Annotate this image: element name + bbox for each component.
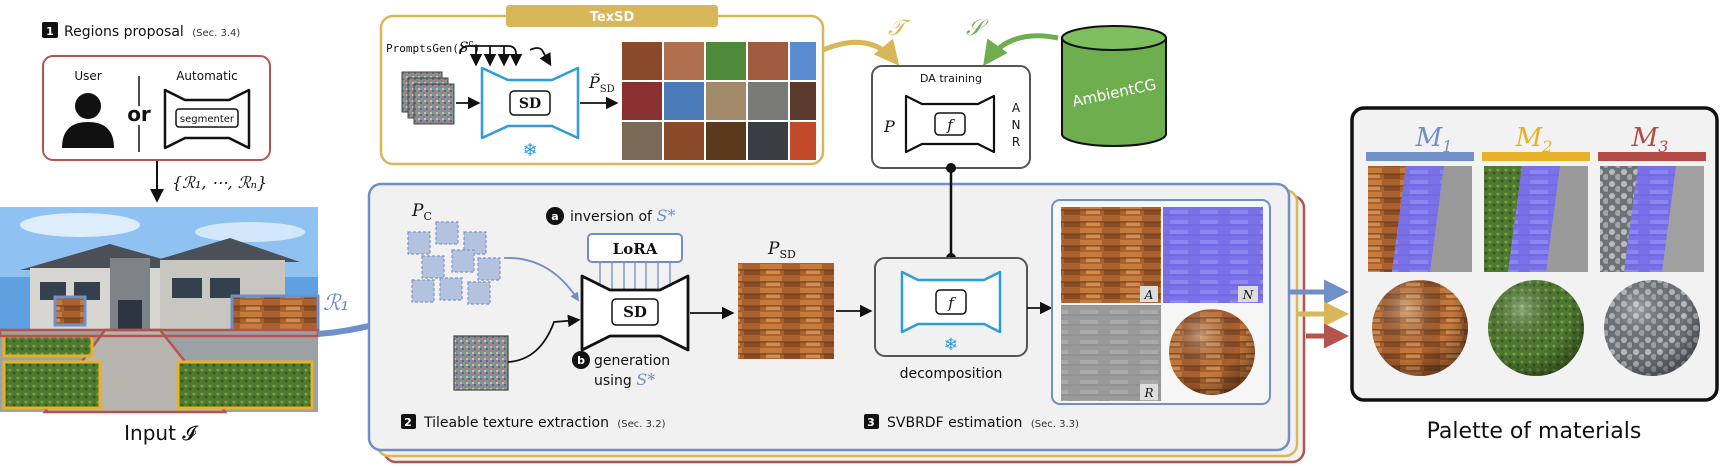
svbrdf-section: f ❄ decomposition A N R 3 SVBRDF estimat… xyxy=(864,199,1271,431)
p-sd-label: PSD xyxy=(767,239,796,261)
step-letter-a: a xyxy=(551,210,558,223)
material-3-sphere xyxy=(1604,280,1700,376)
user-icon xyxy=(62,93,114,148)
texture-extraction-section: PC a inversion of S* LoRA xyxy=(401,201,873,431)
generated-textures-grid xyxy=(622,42,816,160)
frozen-icon-main: ❄ xyxy=(944,335,958,355)
prompt-arrows xyxy=(459,45,552,67)
texture-extraction-title: Tileable texture extraction (Sec. 3.2) xyxy=(423,415,666,431)
lora-label: LoRA xyxy=(613,240,658,258)
texsd-banner xyxy=(506,5,718,27)
inversion-label: inversion of S* xyxy=(570,206,675,225)
automatic-label: Automatic xyxy=(176,69,238,83)
step-letter-b: b xyxy=(577,354,585,367)
f-network-da: f xyxy=(904,94,996,154)
regions-set-label: {ℛ₁, ⋯, ℛₙ} xyxy=(172,173,267,192)
material-1-maps xyxy=(1368,166,1472,272)
material-3-maps xyxy=(1600,166,1704,272)
material-1-label: M1 xyxy=(1415,123,1453,156)
material-2-sphere xyxy=(1488,280,1584,376)
ambientcg-dataset: AmbientCG xyxy=(1061,25,1167,147)
crop-patches xyxy=(407,221,501,305)
generation-label: generation xyxy=(594,353,670,369)
material-2-bar xyxy=(1482,152,1590,161)
regions-proposal-section: 1 Regions proposal (Sec. 3.4) User or Au… xyxy=(42,22,271,203)
f-network-main: f xyxy=(900,270,1002,334)
texsd-section: TexSD PromptsGen(Sc) SD ❄ P̃SD xyxy=(379,5,825,166)
material-1-sphere xyxy=(1372,280,1468,376)
frozen-icon-texsd: ❄ xyxy=(522,140,537,161)
t-symbol: 𝒯 xyxy=(888,16,912,41)
step-badge-3 xyxy=(864,414,879,429)
noise-input xyxy=(453,335,509,391)
da-training-title: DA training xyxy=(920,72,982,85)
or-label: or xyxy=(127,102,151,126)
step-number-1: 1 xyxy=(46,25,54,38)
regions-proposal-title: Regions proposal (Sec. 3.4) xyxy=(64,24,240,40)
sd-label-texsd: SD xyxy=(519,96,541,112)
normal-map-label: N xyxy=(1242,288,1254,302)
prompts-gen-label: PromptsGen(Sc) xyxy=(386,39,480,56)
region-symbol: ℛ₁ xyxy=(323,291,349,316)
step-number-2: 2 xyxy=(404,416,412,429)
material-2-maps xyxy=(1484,166,1588,272)
texsd-title: TexSD xyxy=(590,10,635,25)
material-3-label: M3 xyxy=(1631,123,1669,156)
step-badge-1 xyxy=(42,22,58,38)
decomposition-label: decomposition xyxy=(900,366,1003,382)
albedo-map-label: A xyxy=(1144,288,1154,302)
roughness-map-label: R xyxy=(1143,386,1153,400)
material-2-label: M2 xyxy=(1515,123,1553,156)
da-p-label: P xyxy=(883,117,895,136)
da-output-n: N xyxy=(1012,118,1021,132)
palette-caption: Palette of materials xyxy=(1427,419,1642,444)
using-label: using S* xyxy=(594,370,655,389)
input-caption: Input 𝓘 xyxy=(124,421,199,445)
t-arrow xyxy=(822,38,900,66)
user-label: User xyxy=(74,69,101,83)
material-3-bar xyxy=(1598,152,1706,161)
main-f-label: f xyxy=(947,294,956,312)
step-badge-2 xyxy=(401,414,416,429)
da-output-a: A xyxy=(1012,101,1021,115)
step-number-3: 3 xyxy=(867,416,875,429)
s-symbol: 𝒮 xyxy=(966,16,989,41)
segmenter-label: segmenter xyxy=(180,114,235,125)
da-output-r: R xyxy=(1012,135,1020,149)
svbrdf-title: SVBRDF estimation (Sec. 3.3) xyxy=(887,415,1079,431)
noise-stack xyxy=(401,71,455,125)
step-badge-a xyxy=(546,207,564,225)
sd-network-texsd: SD xyxy=(480,66,580,140)
p-sd-tilde-label: P̃SD xyxy=(588,73,615,95)
s-arrow xyxy=(983,33,1059,67)
generated-texture-psd xyxy=(738,263,834,359)
step-badge-b xyxy=(572,351,590,369)
palette-section: M1 M2 M3 xyxy=(1350,106,1719,402)
segmenter-icon: segmenter xyxy=(163,88,251,150)
pc-label: PC xyxy=(411,201,432,223)
input-image xyxy=(0,207,320,414)
sd-label-main: SD xyxy=(623,303,647,321)
render-sphere xyxy=(1169,309,1255,395)
da-f-label: f xyxy=(946,116,955,134)
da-training-section: DA training P f A N R xyxy=(871,65,1031,169)
sd-network-main: SD xyxy=(580,274,690,352)
material-1-bar xyxy=(1366,152,1474,161)
